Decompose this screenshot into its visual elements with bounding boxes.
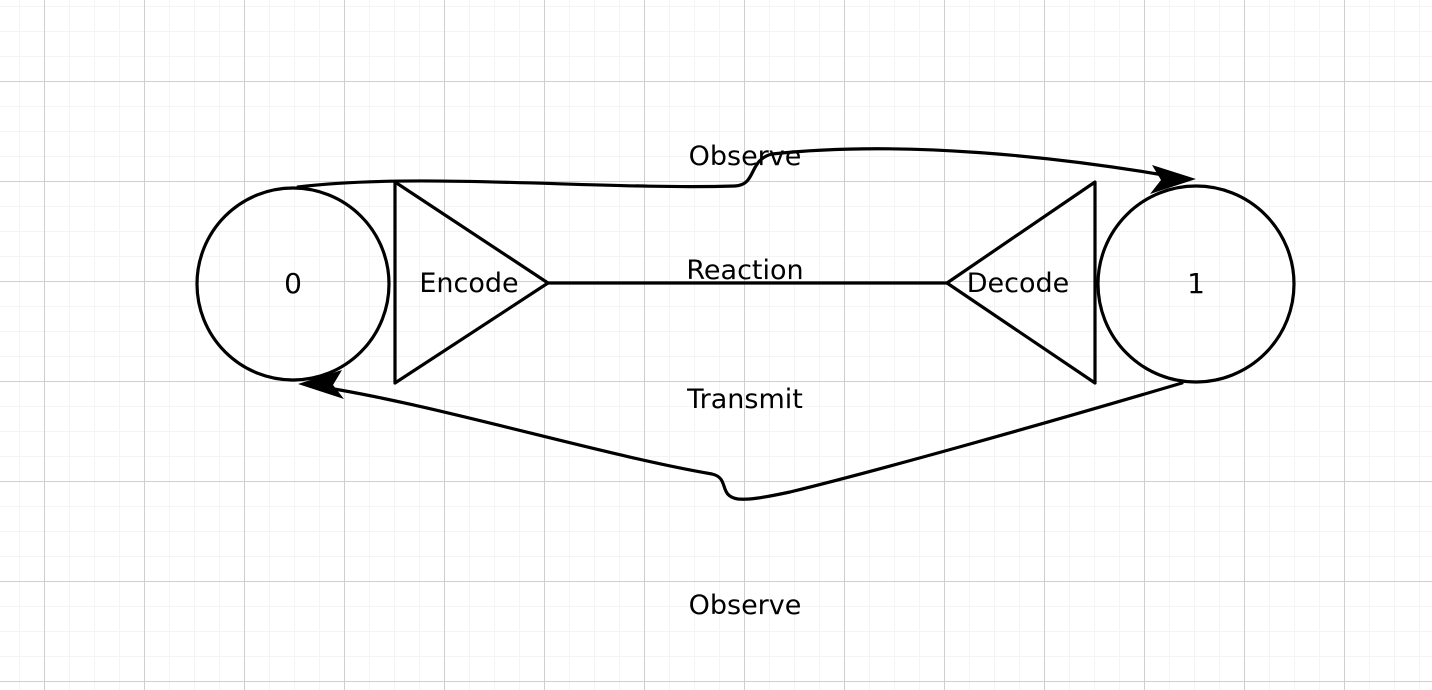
node-triangle-encode[interactable]	[393, 180, 550, 385]
edge-label-observe-reaction-bottom-line1: Observe	[688, 590, 802, 621]
edge-label-observe-reaction-bottom: Observe Reaction	[686, 511, 803, 690]
node-circle-sender[interactable]	[195, 186, 391, 382]
arrowhead-observe-reaction-top	[1150, 165, 1196, 194]
edge-label-transmit-line1: Transmit	[687, 384, 803, 415]
node-triangle-decode[interactable]	[945, 180, 1097, 385]
arrowhead-observe-reaction-bottom	[298, 370, 344, 399]
edge-observe-reaction-bottom[interactable]	[306, 381, 1184, 501]
node-label-encode: Encode	[419, 268, 519, 299]
node-label-decode: Decode	[966, 268, 1070, 299]
edge-label-observe-reaction-top-line2: Reaction	[686, 255, 804, 286]
edge-label-observe-reaction-top-line1: Observe	[688, 141, 802, 172]
edge-label-observe-reaction-top: Observe Reaction	[686, 62, 803, 366]
edge-label-transmit: Transmit	[687, 305, 803, 495]
edge-observe-reaction-top[interactable]	[296, 147, 1188, 189]
node-label-sender: 0	[284, 267, 302, 300]
node-label-receiver: 1	[1187, 267, 1205, 300]
node-circle-receiver[interactable]	[1096, 184, 1296, 384]
